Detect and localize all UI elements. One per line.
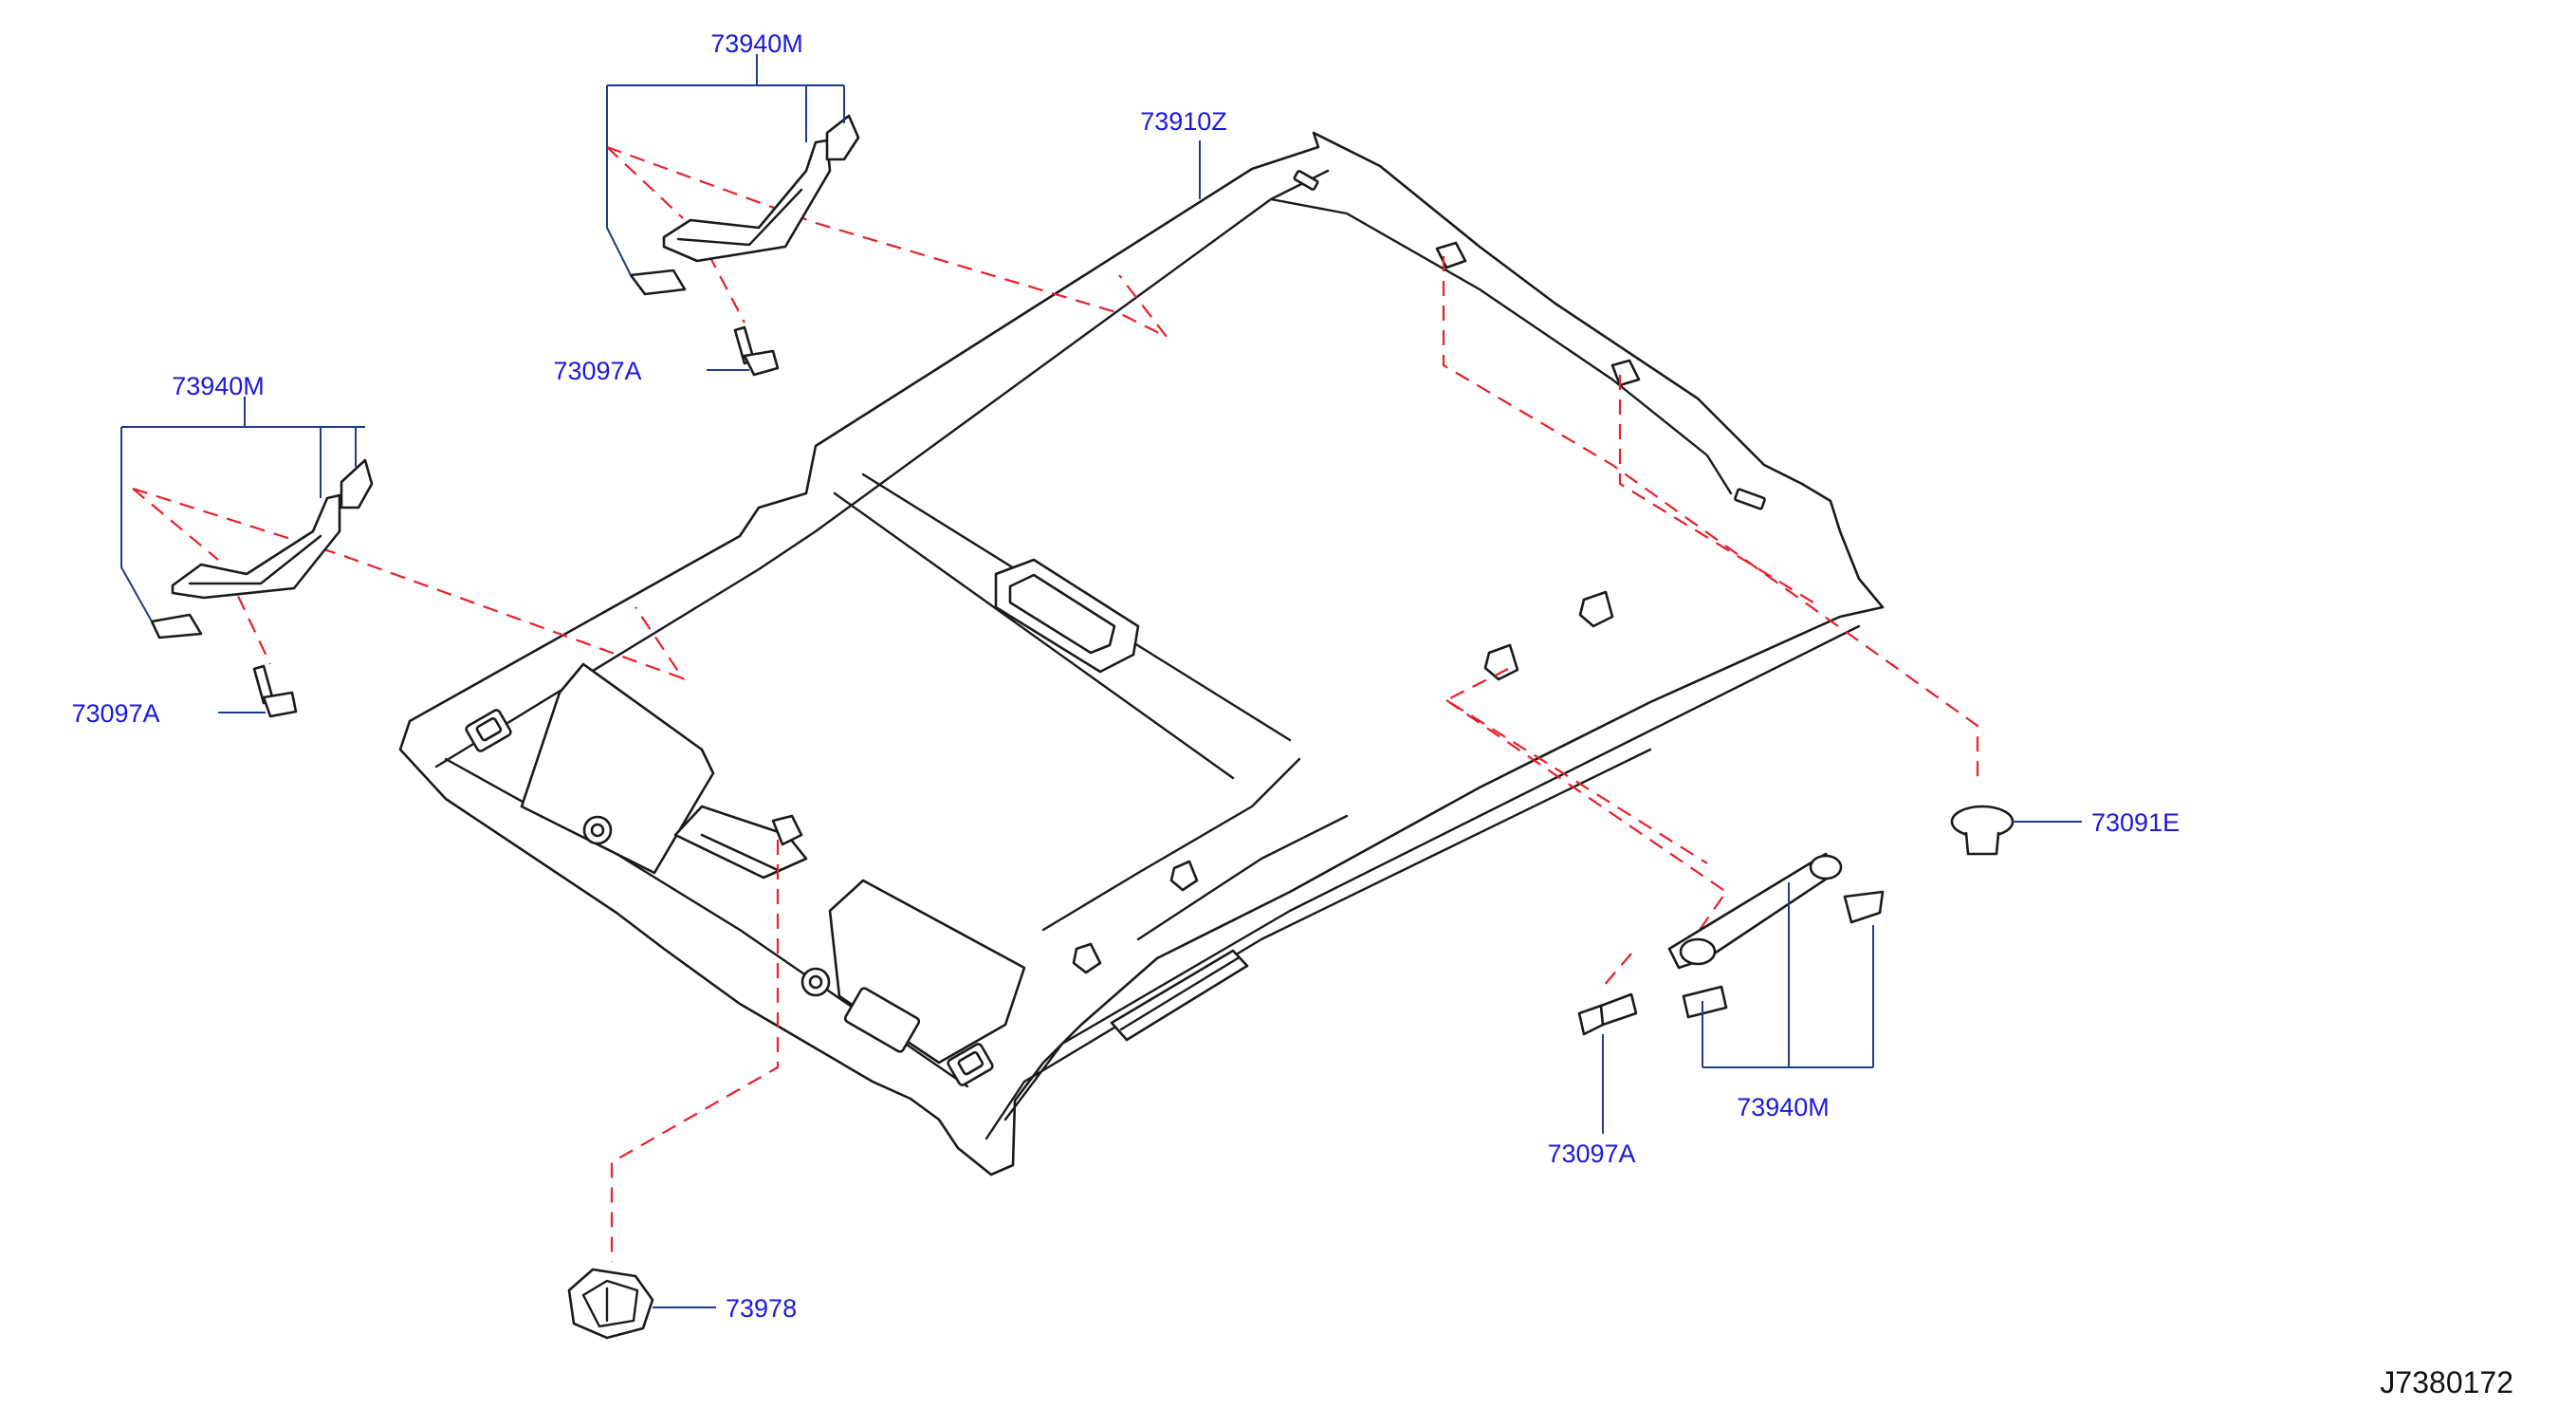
callout-grip-front-left: 73940M (710, 29, 803, 58)
callout-screw-rear-left: 73097A (71, 699, 159, 728)
assist-grip-rear-left[interactable] (150, 458, 374, 639)
assist-grip-right[interactable] (1667, 852, 1885, 1019)
callout-clip: 73091E (2091, 808, 2180, 837)
dashed-guide-lines (132, 145, 1979, 1262)
callout-lamp: 73978 (726, 1294, 797, 1323)
room-lamp-part[interactable] (567, 1268, 654, 1340)
callout-screw-front-left: 73097A (553, 357, 641, 385)
leader-lines (120, 54, 2082, 1308)
drawing-number: J7380172 (2380, 1365, 2513, 1399)
clip-part[interactable] (1950, 805, 2015, 856)
screw-rear-left[interactable] (252, 664, 298, 718)
callout-headlining: 73910Z (1140, 107, 1227, 136)
screw-right[interactable] (1577, 992, 1638, 1036)
callout-grip-right: 73940M (1737, 1093, 1830, 1121)
callout-grip-rear-left: 73940M (172, 372, 265, 400)
assist-grip-front-left[interactable] (629, 114, 860, 296)
callout-screw-right: 73097A (1547, 1139, 1635, 1168)
screw-front-left[interactable] (733, 325, 780, 377)
headlining-panel[interactable] (398, 131, 1885, 1176)
